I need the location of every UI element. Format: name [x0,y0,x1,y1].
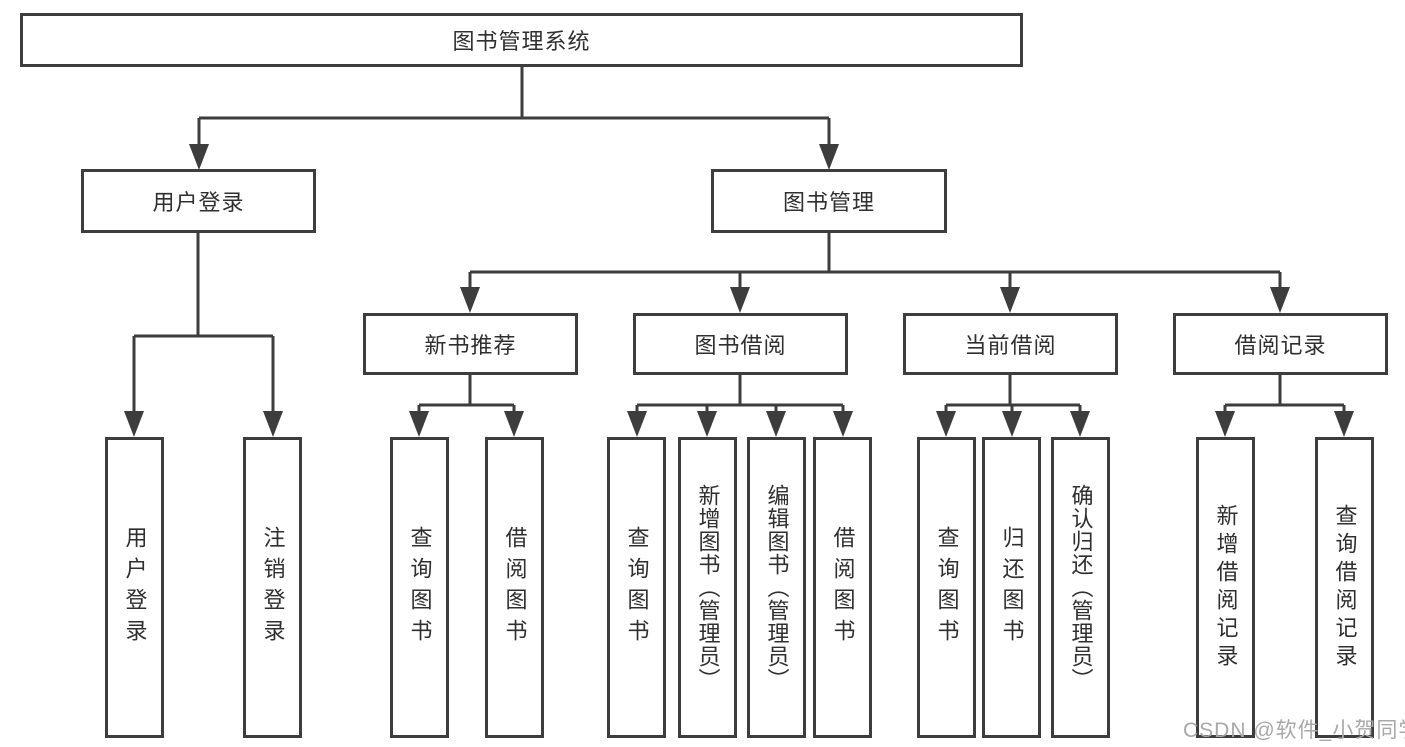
leaf-edit-books-admin: 编辑图书（管理员） [747,437,806,738]
leaf-query-books-3: 查询图书 [917,437,976,738]
node-borrow-records: 借阅记录 [1173,313,1388,375]
leaf-add-borrow-record: 新增借阅记录 [1196,437,1255,738]
node-user-login: 用户登录 [81,169,316,233]
arrowheads [124,144,1354,437]
node-library-system: 图书管理系统 [20,13,1023,67]
leaf-add-books-admin: 新增图书（管理员） [678,437,737,738]
node-current-borrow: 当前借阅 [903,313,1118,375]
leaf-return-books: 归还图书 [982,437,1041,738]
leaf-logout: 注销登录 [243,437,302,738]
leaf-borrow-books-1: 借阅图书 [485,437,544,738]
leaf-query-books-2: 查询图书 [607,437,666,738]
node-book-management: 图书管理 [711,169,947,233]
node-new-book-recommend: 新书推荐 [363,313,578,375]
leaf-query-books-1: 查询图书 [390,437,449,738]
leaf-query-borrow-record: 查询借阅记录 [1315,437,1374,738]
leaf-borrow-books-2: 借阅图书 [813,437,872,738]
csdn-watermark: CSDN @软件_小贺同学 [1183,719,1405,742]
leaf-confirm-return-admin: 确认归还（管理员） [1051,437,1110,738]
node-book-borrow: 图书借阅 [633,313,848,375]
leaf-user-login: 用户登录 [105,437,164,738]
